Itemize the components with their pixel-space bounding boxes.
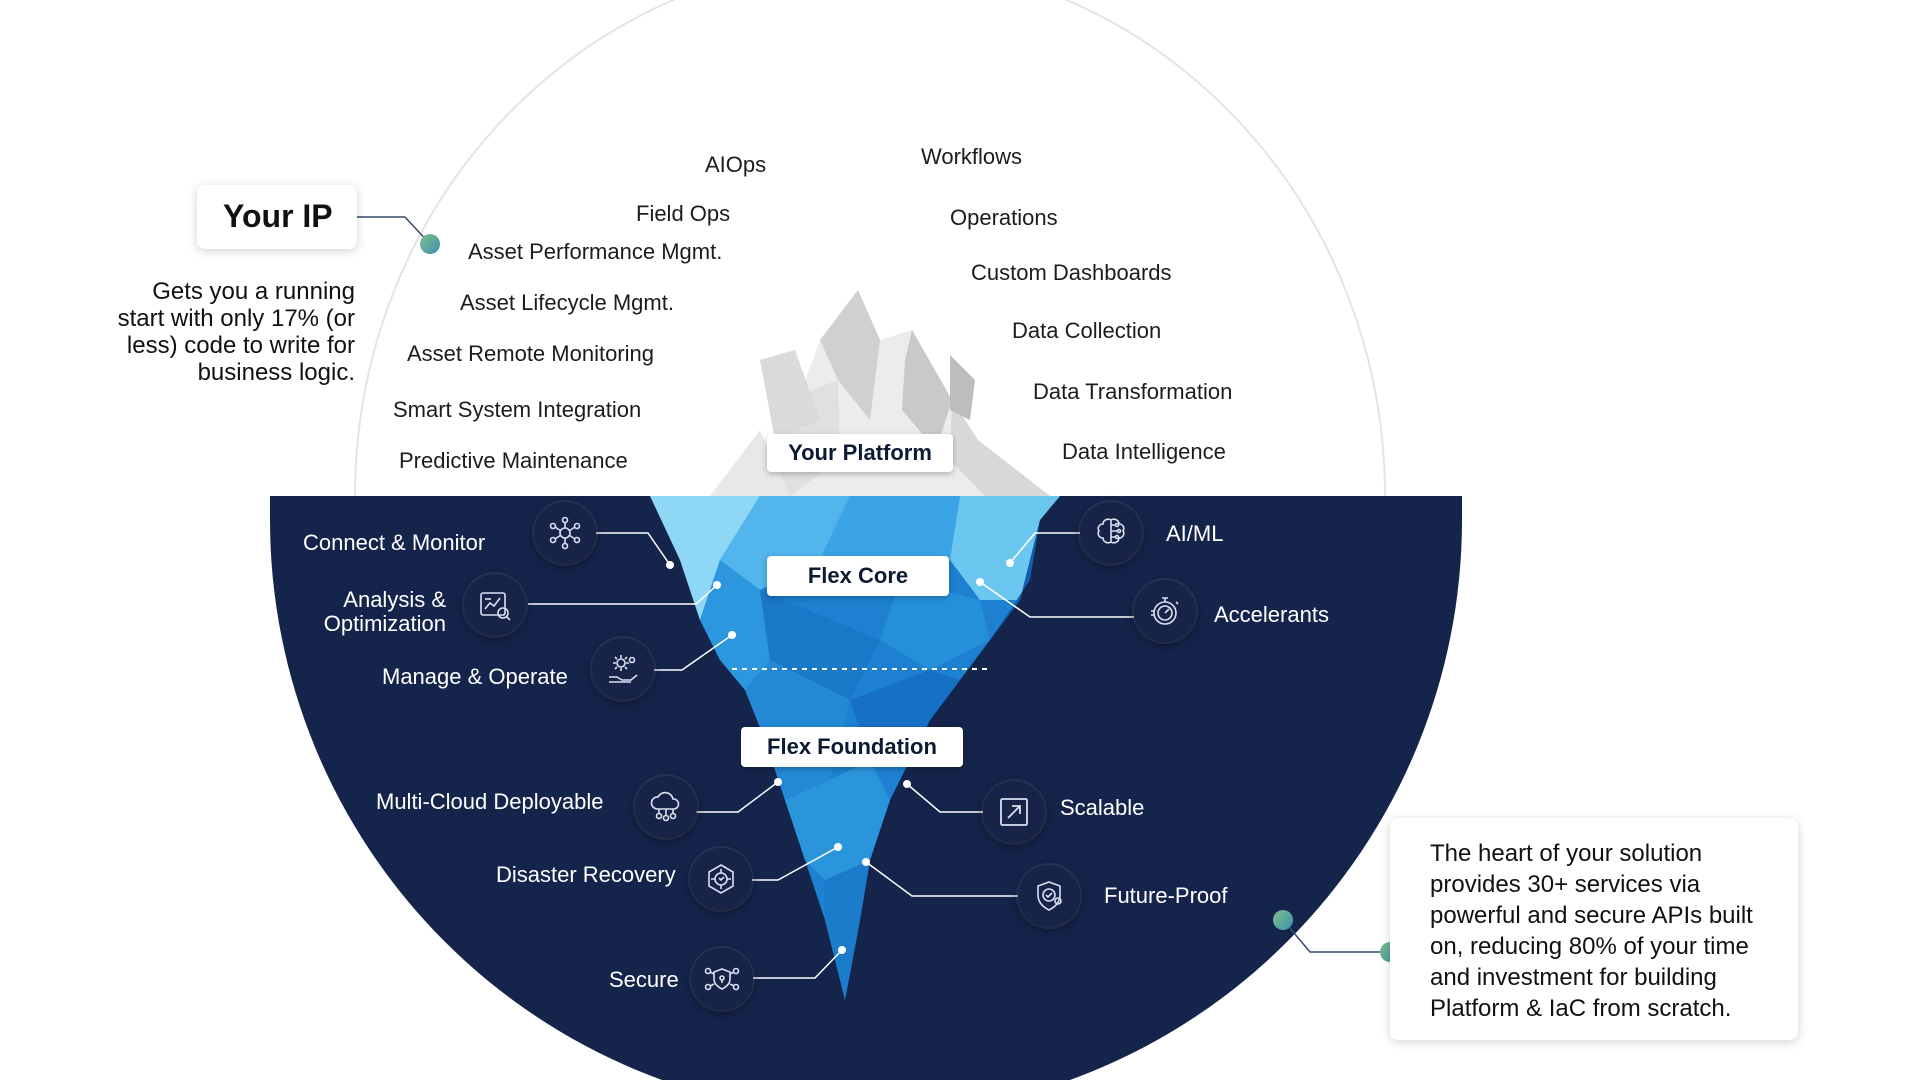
connector-dots [666, 559, 1014, 954]
foundation-item-scalable: Scalable [1060, 795, 1145, 820]
your-ip-description: Gets you a running start with only 17% (… [117, 278, 355, 386]
your-ip-dot [420, 234, 440, 254]
platform-item-aiops: AIOps [705, 152, 767, 177]
shield-network-icon [691, 948, 753, 1010]
connector-heart [1282, 919, 1390, 953]
platform-item-custom-dashboards: Custom Dashboards [971, 260, 1172, 285]
expand-arrow-icon [983, 781, 1045, 843]
foundation-item-secure: Secure [609, 967, 679, 992]
heart-description: The heart of your solution provides 30+ … [1430, 840, 1753, 1022]
platform-item-operations: Operations [950, 205, 1058, 230]
platform-item-asset-remote: Asset Remote Monitoring [407, 341, 654, 366]
connectors-underwater [528, 532, 1134, 979]
flex-foundation-tag: Flex Foundation [741, 727, 963, 767]
platform-item-workflows: Workflows [921, 144, 1023, 169]
foundation-item-disaster-recovery: Disaster Recovery [496, 862, 676, 887]
gear-hand-icon [592, 638, 654, 700]
flex-core-tag: Flex Core [767, 556, 949, 596]
your-platform-tag: Your Platform [767, 434, 953, 472]
platform-item-data-transformation: Data Transformation [1033, 379, 1233, 404]
cloud-network-icon [635, 776, 697, 838]
platform-item-asset-lifecycle: Asset Lifecycle Mgmt. [460, 290, 674, 315]
core-item-analysis-optimization: Analysis & Optimization [323, 587, 446, 636]
core-item-connect-monitor: Connect & Monitor [303, 530, 486, 555]
foundation-item-future-proof: Future-Proof [1104, 883, 1228, 908]
core-item-manage-operate: Manage & Operate [382, 664, 568, 689]
foundation-item-multi-cloud: Multi-Cloud Deployable [376, 789, 604, 814]
platform-item-field-ops: Field Ops [636, 201, 731, 226]
brain-circuit-icon [1080, 502, 1142, 564]
your-ip-card: Your IP [197, 185, 357, 249]
platform-item-asset-performance: Asset Performance Mgmt. [468, 239, 723, 264]
recovery-cycle-icon [690, 848, 752, 910]
platform-item-data-intelligence: Data Intelligence [1062, 439, 1226, 464]
core-item-aiml: AI/ML [1166, 521, 1224, 546]
shield-check-icon [1018, 865, 1080, 927]
platform-item-data-collection: Data Collection [1012, 318, 1162, 343]
stopwatch-icon [1134, 580, 1196, 642]
platform-item-smart-system: Smart System Integration [393, 397, 642, 422]
platform-item-predictive: Predictive Maintenance [399, 448, 628, 473]
heart-description-card: The heart of your solution provides 30+ … [1390, 818, 1798, 1040]
network-hub-icon [534, 502, 596, 564]
core-item-accelerants: Accelerants [1214, 602, 1329, 627]
heart-dot-start [1273, 910, 1293, 930]
analytics-report-icon [464, 574, 526, 636]
your-ip-title: Your IP [223, 198, 333, 234]
connector-your-ip [357, 216, 431, 245]
